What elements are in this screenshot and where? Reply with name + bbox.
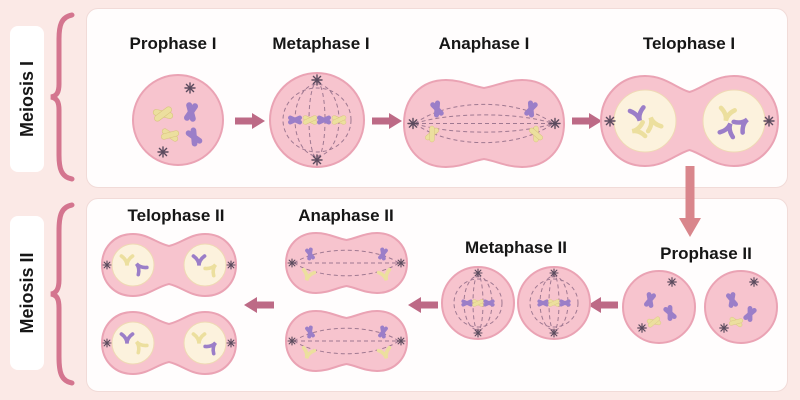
centrosome-aster-icon (549, 268, 559, 278)
arrow-right-icon (572, 113, 602, 129)
centrosome-aster-icon (157, 146, 169, 158)
arrow-left-icon (588, 297, 618, 313)
phase-label-telophase-1: Telophase I (642, 34, 736, 53)
meiosis-1-label: Meiosis I (17, 60, 37, 138)
arrow-right-icon (372, 113, 402, 129)
nucleus (183, 321, 227, 365)
nucleus (613, 89, 677, 153)
spindle-fibers (293, 249, 400, 277)
centrosome-aster-icon (311, 154, 323, 166)
arrow-left-icon (408, 297, 438, 313)
nucleus (111, 243, 155, 287)
centrosome-aster-icon (604, 115, 616, 127)
meiosis-2-label-box: Meiosis II (10, 216, 44, 370)
nucleus (183, 243, 227, 287)
centrosome-aster-icon (549, 328, 559, 338)
centrosome-aster-icon (473, 268, 483, 278)
arrow-left-icon (244, 297, 274, 313)
cell-membrane (704, 270, 778, 344)
cell-membrane (269, 72, 365, 168)
phase-label-metaphase-1: Metaphase I (272, 34, 370, 53)
telophase-2-cell-illustration (100, 232, 238, 298)
metaphase-1-cell-illustration (269, 72, 365, 168)
nucleus (111, 321, 155, 365)
cell-membrane (402, 78, 566, 169)
centrosome-aster-icon (396, 336, 406, 346)
centrosome-aster-icon (719, 323, 729, 333)
meiosis-2-label: Meiosis II (17, 252, 37, 334)
arrow-down-icon (679, 166, 701, 237)
cell-membrane (622, 270, 696, 344)
centrosome-aster-icon (749, 277, 759, 287)
anaphase-1-cell-illustration (402, 78, 566, 169)
centrosome-aster-icon (396, 258, 406, 268)
centrosome-aster-icon (311, 74, 323, 86)
phase-label-prophase-1: Prophase I (129, 34, 217, 53)
telophase-2-cell-illustration (100, 310, 238, 376)
phase-label-telophase-2: Telophase II (127, 206, 225, 225)
anaphase-2-cell-illustration (284, 231, 409, 295)
meiosis-2-brace-icon (50, 202, 75, 386)
centrosome-aster-icon (184, 82, 196, 94)
centrosome-aster-icon (287, 258, 297, 268)
centrosome-aster-icon (287, 336, 297, 346)
phase-label-anaphase-2: Anaphase II (298, 206, 394, 225)
phase-label-prophase-2: Prophase II (660, 244, 752, 263)
centrosome-aster-icon (637, 323, 647, 333)
centrosome-aster-icon (102, 260, 112, 270)
meiosis-1-brace-icon (50, 12, 75, 182)
phase-label-metaphase-2: Metaphase II (464, 238, 568, 257)
centrosome-aster-icon (473, 328, 483, 338)
centrosome-aster-icon (407, 117, 419, 130)
cell-membrane (132, 74, 224, 166)
prophase-1-cell-illustration (132, 74, 224, 166)
metaphase-2-cells-illustration (441, 266, 591, 340)
telophase-1-cell-illustration (599, 74, 780, 168)
centrosome-aster-icon (226, 260, 236, 270)
centrosome-aster-icon (667, 277, 677, 287)
centrosome-aster-icon (763, 115, 775, 127)
centrosome-aster-icon (102, 338, 112, 348)
meiosis-1-label-box: Meiosis I (10, 26, 44, 172)
centrosome-aster-icon (549, 117, 561, 130)
centrosome-aster-icon (226, 338, 236, 348)
arrow-right-icon (235, 113, 265, 129)
spindle-fibers (293, 327, 400, 355)
spindle-fibers (414, 103, 554, 144)
prophase-2-cells-illustration (622, 270, 778, 344)
anaphase-2-cell-illustration (284, 309, 409, 373)
phase-label-anaphase-1: Anaphase I (438, 34, 530, 53)
